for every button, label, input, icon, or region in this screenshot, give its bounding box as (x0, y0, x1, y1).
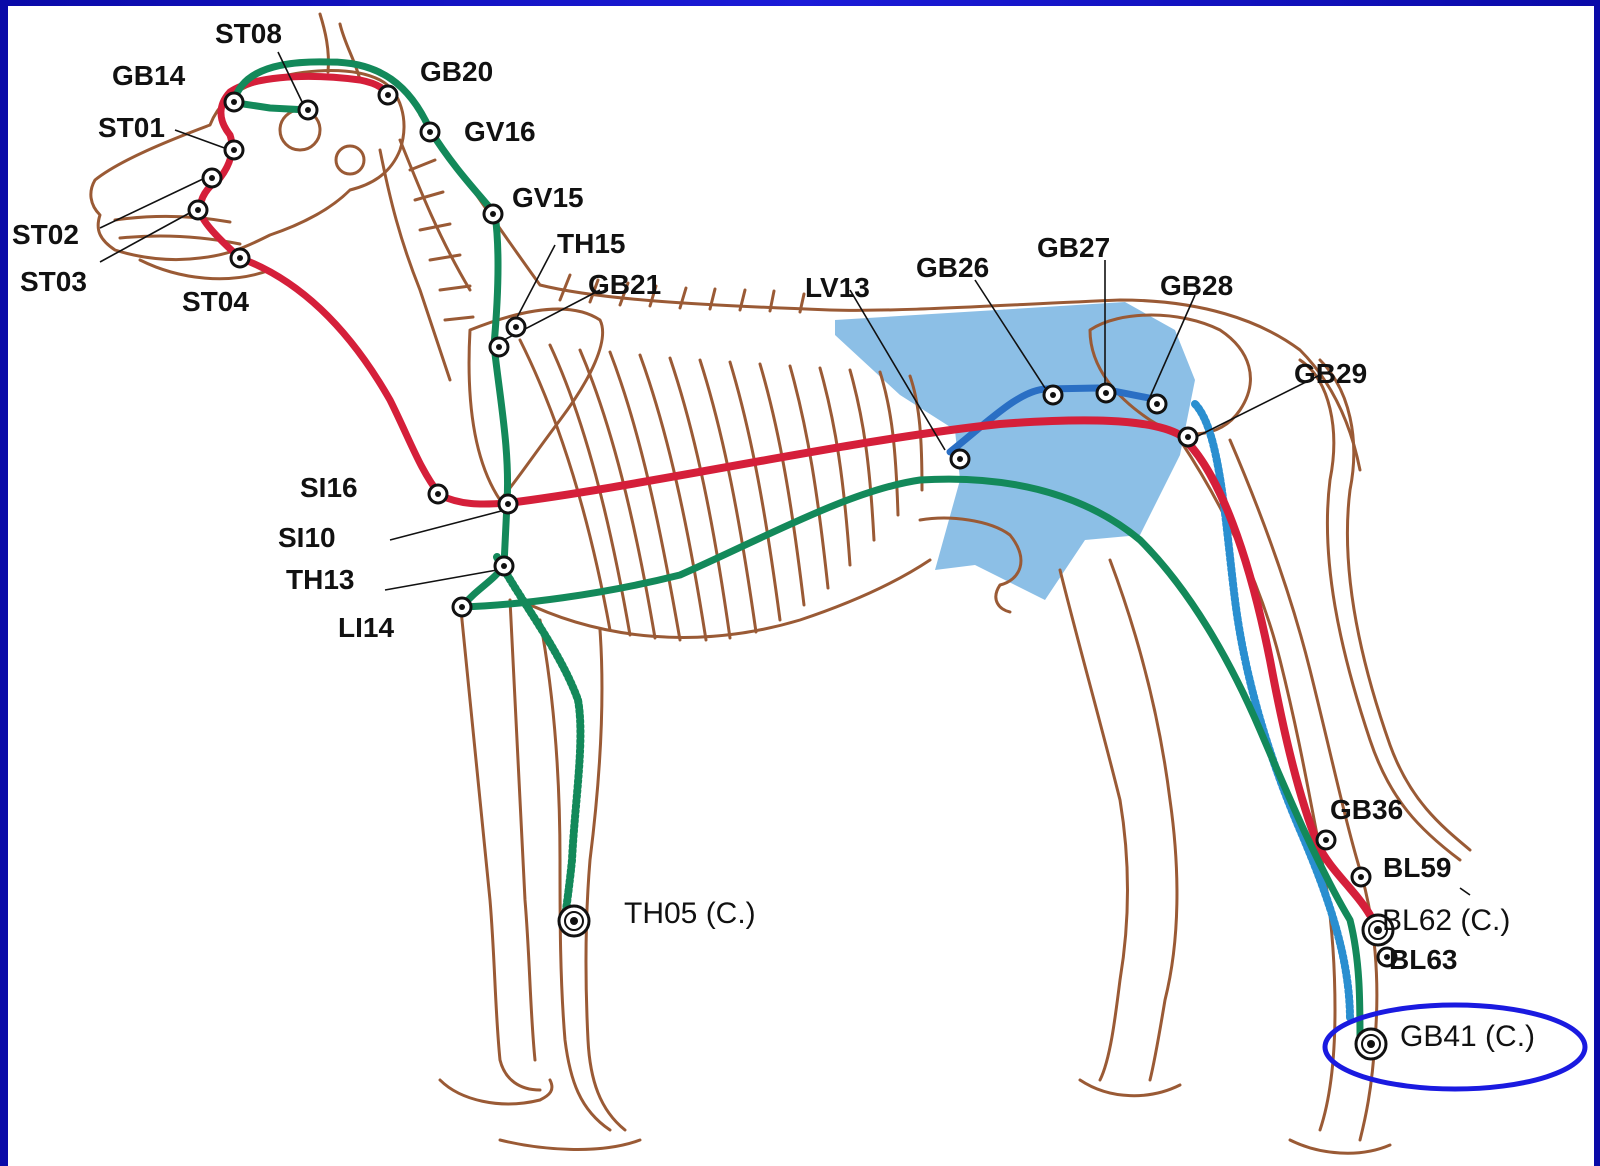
command-point-th05-icon (559, 906, 589, 936)
label-bl59: BL59 (1383, 854, 1451, 882)
label-bl62: BL62 (C.) (1382, 906, 1510, 936)
acupoint-si16-icon (429, 485, 447, 503)
label-st02: ST02 (12, 221, 79, 249)
label-th05: TH05 (C.) (624, 899, 756, 929)
acupoint-gb28-icon (1148, 395, 1166, 413)
red-body-channel (508, 420, 1370, 915)
acupoint-st08-icon (299, 101, 317, 119)
label-st08: ST08 (215, 20, 282, 48)
acupoint-gv16-icon (421, 123, 439, 141)
label-gb36: GB36 (1330, 796, 1403, 824)
acupoint-th15-icon (507, 318, 525, 336)
label-gb28: GB28 (1160, 272, 1233, 300)
acupoint-st01-icon (225, 141, 243, 159)
acupoint-gb26-icon (1044, 386, 1062, 404)
label-bl63: BL63 (1389, 946, 1457, 974)
acupoint-gb20-icon (379, 86, 397, 104)
acupoint-st02-icon (203, 169, 221, 187)
label-gv15: GV15 (512, 184, 584, 212)
acupoint-gv15-icon (484, 205, 502, 223)
blue-lumbar-region (835, 302, 1195, 600)
label-st01: ST01 (98, 114, 165, 142)
label-st04: ST04 (182, 288, 249, 316)
label-th15: TH15 (557, 230, 625, 258)
acupoint-lv13-icon (951, 450, 969, 468)
acupoint-st03-icon (189, 201, 207, 219)
label-st03: ST03 (20, 268, 87, 296)
dog-skeleton-meridian-diagram (8, 6, 1594, 1166)
label-gb20: GB20 (420, 58, 493, 86)
label-li14: LI14 (338, 614, 394, 642)
label-gb14: GB14 (112, 62, 185, 90)
label-gb29: GB29 (1294, 360, 1367, 388)
label-gv16: GV16 (464, 118, 536, 146)
acupoint-li14-icon (453, 598, 471, 616)
label-gb41: GB41 (C.) (1400, 1022, 1535, 1052)
label-th13: TH13 (286, 566, 354, 594)
label-gb21: GB21 (588, 271, 661, 299)
red-head-channel (240, 258, 508, 504)
label-lv13: LV13 (805, 274, 870, 302)
diagram-panel: ST08 GB14 GB20 ST01 GV16 GV15 ST02 ST03 … (8, 6, 1594, 1166)
acupoint-gb14-icon (225, 93, 243, 111)
acupoint-bl59-icon (1352, 868, 1370, 886)
acupoint-si10-icon (499, 495, 517, 513)
acupoint-gb21-icon (490, 338, 508, 356)
acupoint-gb27-icon (1097, 384, 1115, 402)
label-si16: SI16 (300, 474, 358, 502)
acupoint-markers (189, 86, 1396, 1059)
acupoint-gb36-icon (1317, 831, 1335, 849)
label-gb26: GB26 (916, 254, 989, 282)
acupoint-gb29-icon (1179, 428, 1197, 446)
label-si10: SI10 (278, 524, 336, 552)
acupoint-th13-icon (495, 557, 513, 575)
command-point-gb41-icon (1356, 1029, 1386, 1059)
label-gb27: GB27 (1037, 234, 1110, 262)
acupoint-st04-icon (231, 249, 249, 267)
